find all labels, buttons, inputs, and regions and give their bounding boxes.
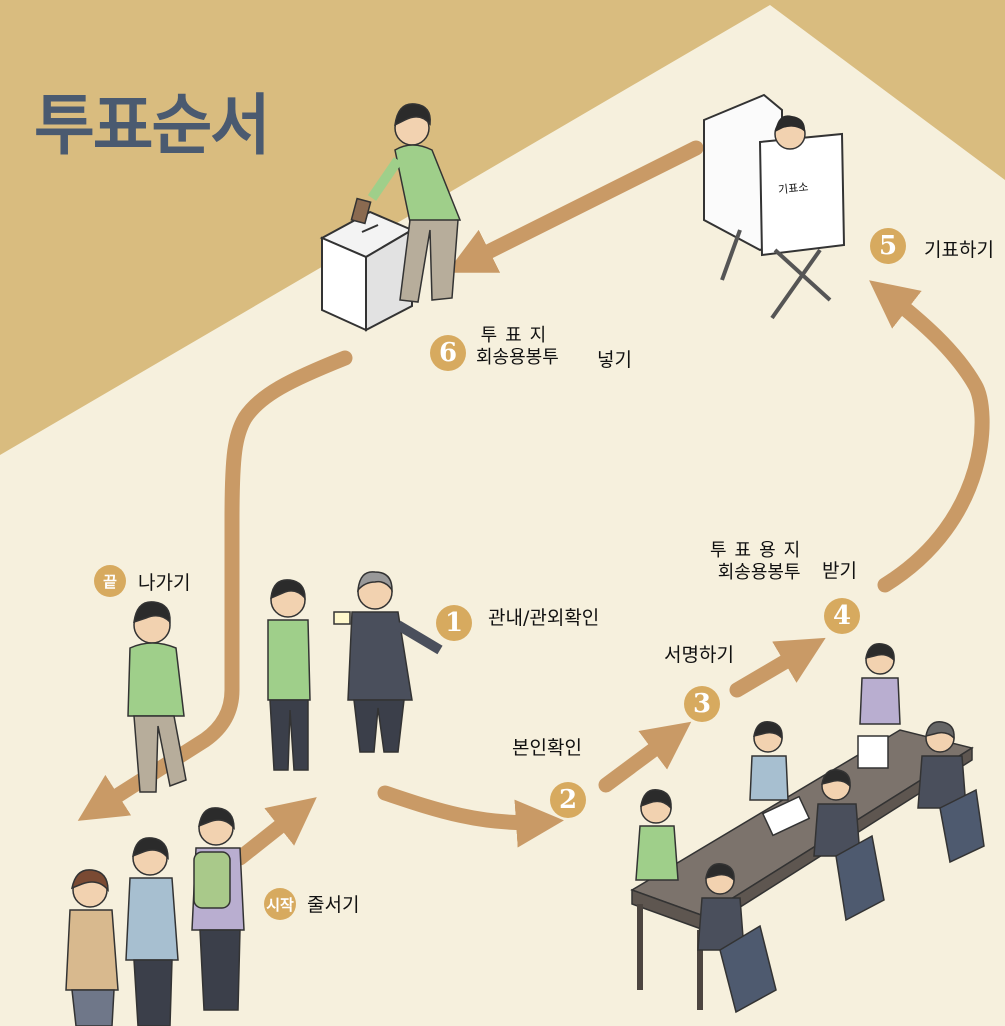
arrow-start-to-1 [232, 797, 317, 866]
booth-sign: 기표소 [777, 180, 810, 197]
step-3-badge: 3 [684, 686, 720, 722]
step-6-line2: 회송용봉투 [476, 347, 559, 368]
arrow-4-to-5 [869, 280, 990, 593]
step-6-suffix: 넣기 [597, 349, 632, 371]
step-end-badge: 끝 [94, 565, 126, 597]
registration-desk-illustration [630, 643, 985, 1014]
queue-illustration [65, 807, 245, 1026]
step-3-label: 서명하기 [664, 644, 734, 666]
step-2-label: 본인확인 [512, 737, 582, 759]
step-5-badge: 5 [870, 228, 906, 264]
arrow-3-to-4 [729, 637, 826, 698]
arrow-5-to-6 [446, 140, 704, 273]
step-5-label: 기표하기 [924, 239, 994, 261]
step-4-badge: 4 [824, 598, 860, 634]
step-4-line1: 투표용지 [710, 540, 809, 561]
arrow-2-to-3 [598, 721, 692, 793]
top-band [0, 0, 1005, 455]
step-end-label: 나가기 [138, 572, 191, 594]
step-4-suffix: 받기 [822, 560, 857, 582]
voter-at-id-check-illustration [267, 579, 351, 771]
step-4-line2: 회송용봉투 [717, 562, 801, 583]
step-6-badge: 6 [430, 335, 466, 371]
staff-member-illustration [347, 571, 443, 753]
page-title: 투표순서 [34, 87, 271, 164]
arrow-6-to-end [77, 350, 353, 821]
step-2-badge: 2 [550, 782, 586, 818]
voting-booth-illustration [703, 93, 846, 320]
voter-at-box-illustration [367, 103, 462, 303]
step-1-badge: 1 [436, 605, 472, 641]
flow-arrows [77, 140, 990, 866]
exiting-voter-illustration [127, 601, 187, 793]
arrow-1-to-2 [377, 785, 564, 848]
ballot-box-illustration [319, 197, 415, 332]
step-6-line1: 투표지 [480, 325, 555, 346]
step-6-label: 투표지 회송용봉투 [476, 325, 559, 369]
step-start-label: 줄서기 [307, 894, 360, 916]
step-1-label: 관내/관외확인 [488, 607, 600, 629]
step-start-badge: 시작 [264, 888, 296, 920]
step-4-label: 투표용지 회송용봉투 [710, 540, 808, 584]
